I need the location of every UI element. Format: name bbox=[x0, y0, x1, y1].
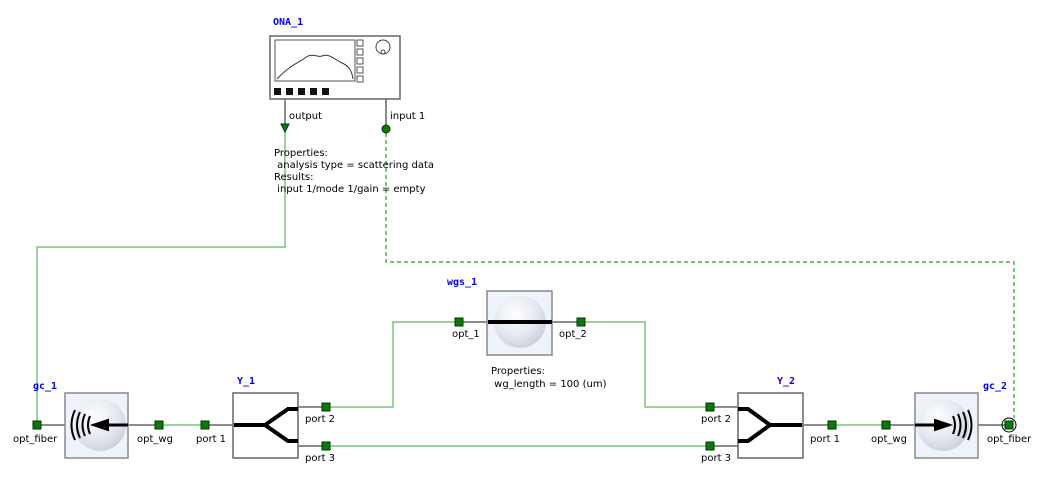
wgs1-element[interactable]: wgs_1 opt_1 opt_2 Properties: wg_length … bbox=[447, 277, 607, 390]
y-branch-icon bbox=[738, 407, 802, 443]
wire-y1-port2-to-wgs[interactable] bbox=[330, 321, 455, 408]
gc1-wg-port[interactable] bbox=[154, 420, 164, 430]
gc1-name: gc_1 bbox=[33, 381, 57, 392]
grating-coupler-icon bbox=[915, 409, 973, 441]
ona-props-line: input 1/mode 1/gain = empty bbox=[274, 184, 426, 195]
ona-input-label: input 1 bbox=[390, 111, 425, 122]
gc1-fiber-port[interactable] bbox=[32, 420, 42, 430]
y1-port3[interactable] bbox=[321, 441, 331, 451]
grating-coupler-icon bbox=[70, 409, 128, 441]
ona-props-line: Properties: bbox=[274, 148, 328, 159]
y2-port2-label: port 2 bbox=[701, 414, 731, 425]
y-branch-icon bbox=[234, 407, 298, 443]
ona-screen-icon bbox=[274, 39, 356, 82]
selected-port-marker bbox=[1001, 417, 1017, 433]
ona-output-label: output bbox=[289, 111, 322, 122]
y2-name: Y_2 bbox=[777, 376, 795, 387]
y1-name: Y_1 bbox=[237, 376, 255, 387]
y1-port2[interactable] bbox=[321, 402, 331, 412]
ona-props-line: analysis type = scattering data bbox=[274, 160, 434, 171]
gc2-name: gc_2 bbox=[983, 381, 1007, 392]
ona-props-line: Results: bbox=[274, 172, 313, 183]
ona-output-port[interactable] bbox=[280, 123, 290, 134]
gc1-fiber-label: opt_fiber bbox=[13, 434, 58, 445]
y2-port1-label: port 1 bbox=[810, 434, 840, 445]
ona-element[interactable]: ONA_1 output input 1 Properties: analysi… bbox=[269, 17, 434, 195]
gc2-wg-port[interactable] bbox=[881, 420, 891, 430]
wgs1-opt2-label: opt_2 bbox=[559, 329, 587, 340]
wire-ona-output-to-gc1[interactable] bbox=[36, 132, 286, 421]
gc2-fiber-label: opt_fiber bbox=[987, 434, 1032, 445]
gc1-element[interactable]: gc_1 opt_fiber opt_wg bbox=[13, 381, 173, 459]
gc1-wg-label: opt_wg bbox=[137, 434, 173, 445]
y1-port3-label: port 3 bbox=[305, 453, 335, 464]
wire-wgs-to-y2-port2[interactable] bbox=[585, 321, 706, 408]
wgs1-name: wgs_1 bbox=[447, 277, 477, 288]
y2-port1[interactable] bbox=[827, 420, 837, 430]
wgs1-opt1-port[interactable] bbox=[454, 317, 464, 327]
wgs1-opt2-port[interactable] bbox=[576, 317, 586, 327]
ona-input-port[interactable] bbox=[381, 124, 391, 134]
y1-port1[interactable] bbox=[200, 420, 210, 430]
y2-port3[interactable] bbox=[705, 441, 715, 451]
wgs1-props-line: Properties: bbox=[491, 366, 545, 377]
wgs1-opt1-label: opt_1 bbox=[452, 329, 480, 340]
gc2-wg-label: opt_wg bbox=[871, 434, 907, 445]
y1-element[interactable]: Y_1 port 1 port 2 port 3 bbox=[196, 376, 335, 464]
y1-port1-label: port 1 bbox=[196, 434, 226, 445]
gc2-element[interactable]: gc_2 opt_wg opt_fiber bbox=[871, 381, 1032, 459]
ona-name: ONA_1 bbox=[273, 17, 303, 28]
y1-port2-label: port 2 bbox=[305, 414, 335, 425]
wgs1-props-line: wg_length = 100 (um) bbox=[491, 379, 607, 390]
y2-port3-label: port 3 bbox=[701, 453, 731, 464]
y2-element[interactable]: Y_2 port 2 port 3 port 1 bbox=[701, 376, 840, 464]
gc2-fiber-port[interactable] bbox=[1004, 420, 1014, 430]
wire-ona-input-to-gc2[interactable] bbox=[385, 133, 1015, 418]
y2-port2[interactable] bbox=[705, 402, 715, 412]
